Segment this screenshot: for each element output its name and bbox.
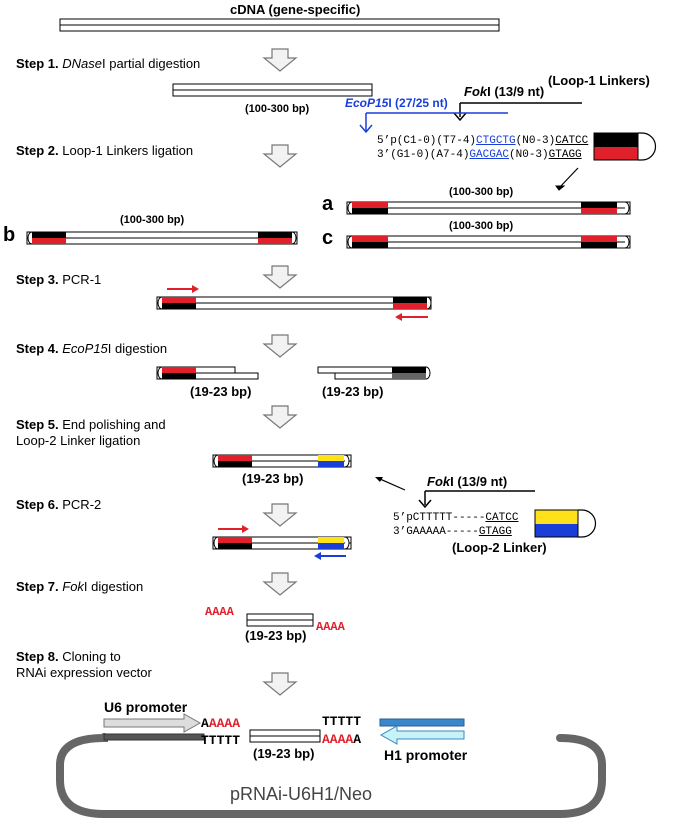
label-b: b [3,224,16,246]
foki-site-1: FokI (13/9 nt) [464,84,545,99]
step2-label: Step 2. Loop-1 Linkers ligation [16,143,194,158]
size-label-vector: (19-23 bp) [253,746,315,761]
polya-left: AAAA [205,605,234,619]
foki-product [246,613,314,627]
loop2-title: (Loop-2 Linker) [452,540,547,555]
loop2-linker [418,490,597,538]
step1-label: Step 1. DNaseI partial digestion [16,56,201,71]
h1-bottom-overhang: AAAAA [322,732,362,747]
vector-name: pRNAi-U6H1/Neo [230,784,373,804]
u6-top-overhang: AAAAA [201,716,241,731]
step-arrow [262,334,298,358]
u6-promoter-label: U6 promoter [104,699,188,715]
step6-label: Step 6. PCR-2 [16,497,102,512]
step-arrow [262,144,298,168]
product-b [26,231,298,245]
loop2-ligated-product [212,454,352,468]
u6-bottom-overhang: TTTTT [201,733,241,748]
cdna-duplex [59,18,500,32]
pcr1-template [156,285,432,321]
size-label-right: (19-23 bp) [322,384,384,399]
step3-label: Step 3. PCR-1 [16,272,102,287]
size-label-step7: (19-23 bp) [245,628,307,643]
step1-fragment [172,83,373,97]
loop2-top-strand: 5’pCTTTTT-----CATCC [393,512,519,524]
label-c: c [322,227,334,249]
foki-site-2: FokI (13/9 nt) [427,474,508,489]
step-arrow [262,48,298,72]
step4-label: Step 4. EcoP15I digestion [16,341,168,356]
size-label-b: (100-300 bp) [120,214,185,226]
h1-top-overhang: TTTTT [322,714,362,729]
size-label-left: (19-23 bp) [190,384,252,399]
plasmid-vector [56,713,606,818]
size-label-c: (100-300 bp) [449,220,514,232]
cdna-title: cDNA (gene-specific) [230,2,361,17]
step-arrow [262,672,298,696]
step-arrow [262,503,298,527]
step7-label: Step 7. FokI digestion [16,579,144,594]
step-arrow [262,405,298,429]
polya-right: AAAA [316,620,345,634]
loop1-top-strand: 5’p(C1-0)(T7-4)CTGCTG(N0-3)CATCC [377,135,589,147]
ecop15-left-fragment [156,366,259,380]
product-a [346,201,631,215]
loop2-bottom-strand: 3’GAAAAA-----GTAGG [393,526,512,538]
size-label-step5: (19-23 bp) [242,471,304,486]
ecop15-right-fragment [317,366,431,380]
h1-promoter-label: H1 promoter [384,747,468,763]
step-arrow [262,572,298,596]
size-label-a: (100-300 bp) [449,186,514,198]
ecop15i-site: EcoP15I (27/25 nt) [345,96,448,110]
step-arrow [262,265,298,289]
loop1-title: (Loop-1 Linkers) [548,73,650,88]
size-label: (100-300 bp) [245,103,310,115]
loop1-linker [359,102,657,191]
pcr2-template [212,525,352,560]
loop1-bottom-strand: 3’(G1-0)(A7-4)GACGAC(N0-3)GTAGG [377,149,582,161]
label-a: a [322,193,334,215]
product-c [346,235,631,249]
